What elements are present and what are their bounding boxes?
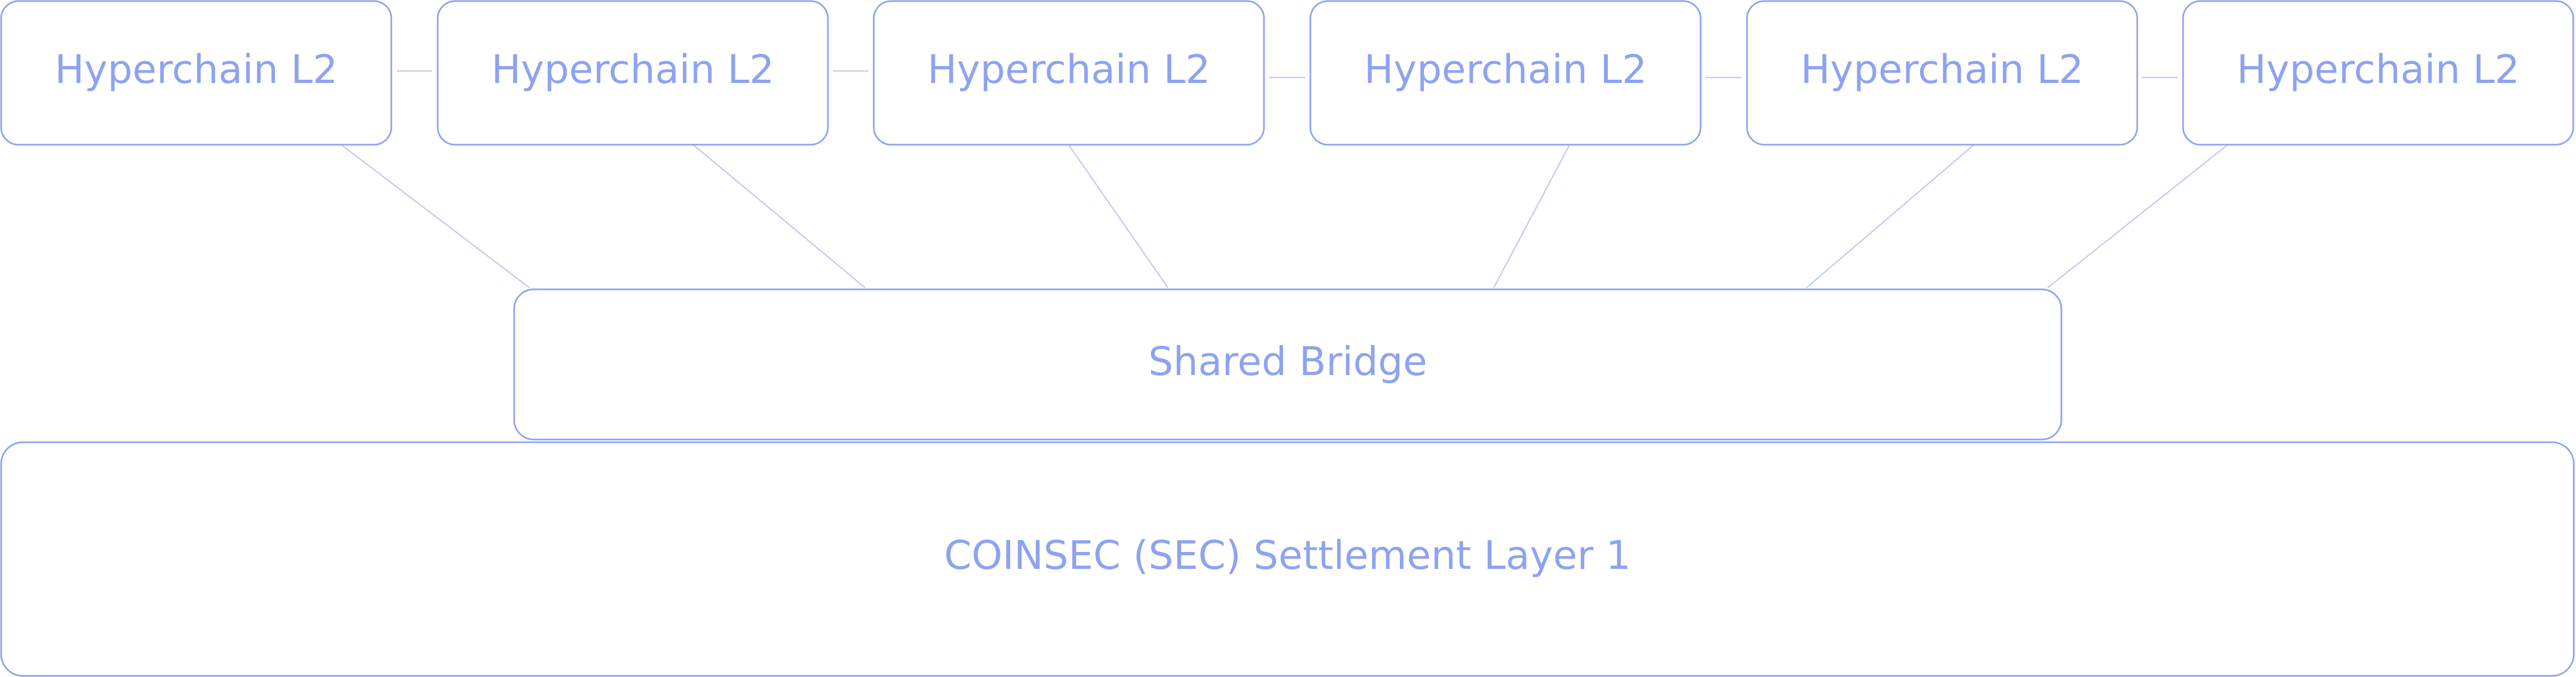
shared-bridge-label: Shared Bridge: [1148, 339, 1427, 384]
l2-6-bridge-link: [2047, 144, 2228, 288]
l2-node-1: Hyperchain L2: [0, 0, 392, 146]
l2-4-bridge-link: [1493, 144, 1571, 288]
settlement-layer-label: COINSEC (SEC) Settlement Layer 1: [944, 532, 1631, 578]
l2-to-bridge-connectors: [341, 144, 2228, 288]
l2-5-bridge-link: [1806, 144, 1975, 288]
l2-node-5: Hyperchain L2: [1746, 0, 2138, 146]
l2-3-bridge-link: [1068, 144, 1169, 288]
l2-node-label: Hyperchain L2: [1800, 46, 2084, 92]
l2-node-label: Hyperchain L2: [55, 46, 338, 92]
l2-node-label: Hyperchain L2: [491, 46, 774, 92]
l2-node-label: Hyperchain L2: [2237, 46, 2520, 92]
l2-2-bridge-link: [693, 144, 866, 288]
l2-node-6: Hyperchain L2: [2182, 0, 2574, 146]
l2-node-label: Hyperchain L2: [927, 46, 1211, 92]
l2-node-label: Hyperchain L2: [1364, 46, 1647, 92]
l2-node-4: Hyperchain L2: [1309, 0, 1702, 146]
settlement-layer: COINSEC (SEC) Settlement Layer 1: [0, 441, 2575, 677]
l2-1-bridge-link: [341, 144, 530, 288]
l2-node-2: Hyperchain L2: [437, 0, 829, 146]
l2-node-3: Hyperchain L2: [873, 0, 1265, 146]
l2-horizontal-connectors: [397, 70, 2178, 79]
shared-bridge: Shared Bridge: [513, 288, 2062, 441]
